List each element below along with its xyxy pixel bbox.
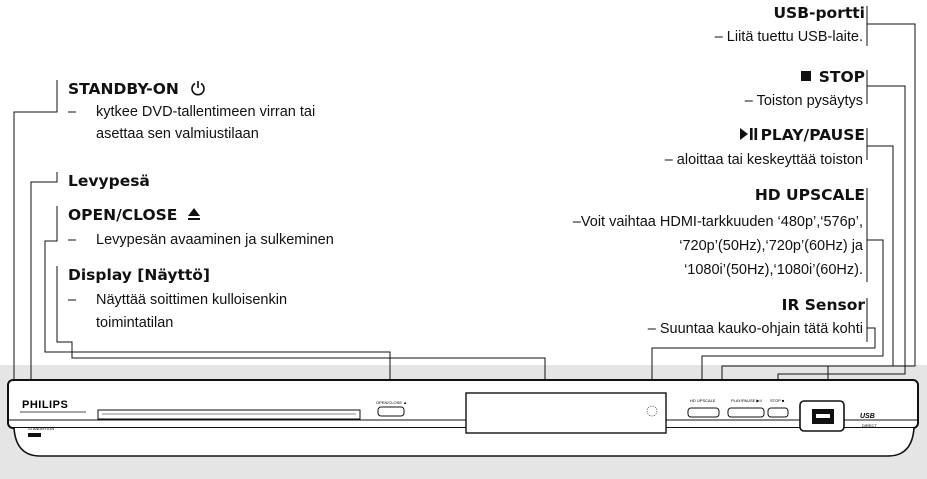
playpause-button[interactable] xyxy=(727,407,765,418)
usb-desc-1: – Liitä tuettu USB-laite. xyxy=(714,29,863,45)
stop-desc-1: – Toiston pysäytys xyxy=(744,93,863,109)
stop-label: STOP xyxy=(800,68,865,86)
stop-button[interactable] xyxy=(767,407,789,418)
standby-button[interactable] xyxy=(28,433,41,437)
brand-logo: PHILIPS xyxy=(22,399,68,411)
standby-button-label: STANDBY•ON xyxy=(28,426,54,431)
standby-desc-1: kytkee DVD-tallentimeen virran tai xyxy=(96,104,316,120)
display-desc-2: toimintatilan xyxy=(96,315,174,331)
standby-desc-2: asettaa sen valmiustilaan xyxy=(96,126,259,142)
playpause-label: PLAY/PAUSE xyxy=(739,126,865,144)
disc-tray xyxy=(97,409,361,420)
usb-label: USB-portti xyxy=(773,4,865,22)
hdupscale-button-label: HD UPSCALE xyxy=(690,398,716,403)
openclose-title: OPEN/CLOSE xyxy=(68,206,178,224)
openclose-label: OPEN/CLOSE xyxy=(68,206,201,224)
hdupscale-desc-2: ‘720p’(50Hz),‘720p’(60Hz) ja xyxy=(679,238,863,254)
playpause-desc-1: – aloittaa tai keskeyttää toiston xyxy=(664,152,863,168)
play-pause-icon xyxy=(739,128,757,140)
openclose-button-label: OPEN/CLOSE ▲ xyxy=(376,400,407,405)
ir-sensor xyxy=(646,405,658,417)
eject-icon xyxy=(187,208,200,220)
usb-direct-label: DIRECT xyxy=(862,423,877,428)
device-front-panel xyxy=(7,379,919,429)
hdupscale-desc-1: –Voit vaihtaa HDMI-tarkkuuden ‘480p’,‘57… xyxy=(572,214,863,230)
standby-dash: – xyxy=(68,104,77,120)
stop-button-label: STOP ■ xyxy=(770,398,785,403)
openclose-dash: – xyxy=(68,232,77,248)
display-dash: – xyxy=(68,292,77,308)
hdupscale-desc-3: ‘1080i’(50Hz),‘1080i’(60Hz). xyxy=(684,262,863,278)
display-desc-1: Näyttää soittimen kulloisenkin xyxy=(96,292,288,308)
display-window xyxy=(465,392,667,434)
hdupscale-label: HD UPSCALE xyxy=(754,186,865,204)
tray-label: Levypesä xyxy=(68,172,150,190)
openclose-button[interactable] xyxy=(377,406,405,417)
usb-logo: USB xyxy=(860,413,875,420)
hdupscale-button[interactable] xyxy=(687,407,720,418)
leader-lines-right xyxy=(651,6,916,408)
device-base xyxy=(13,427,915,457)
irsensor-desc-1: – Suuntaa kauko-ohjain tätä kohti xyxy=(647,321,863,337)
display-label: Display [Näyttö] xyxy=(68,266,210,284)
irsensor-label: IR Sensor xyxy=(781,296,865,314)
standby-title: STANDBY-ON xyxy=(68,80,179,98)
standby-label: STANDBY-ON xyxy=(68,80,206,98)
power-icon xyxy=(191,81,206,96)
stop-title: STOP xyxy=(818,68,865,86)
openclose-desc-1: Levypesän avaaminen ja sulkeminen xyxy=(96,232,334,248)
playpause-button-label: PLAY/PAUSE ▶II xyxy=(731,398,762,403)
stop-icon xyxy=(800,71,811,81)
playpause-title: PLAY/PAUSE xyxy=(760,126,865,144)
